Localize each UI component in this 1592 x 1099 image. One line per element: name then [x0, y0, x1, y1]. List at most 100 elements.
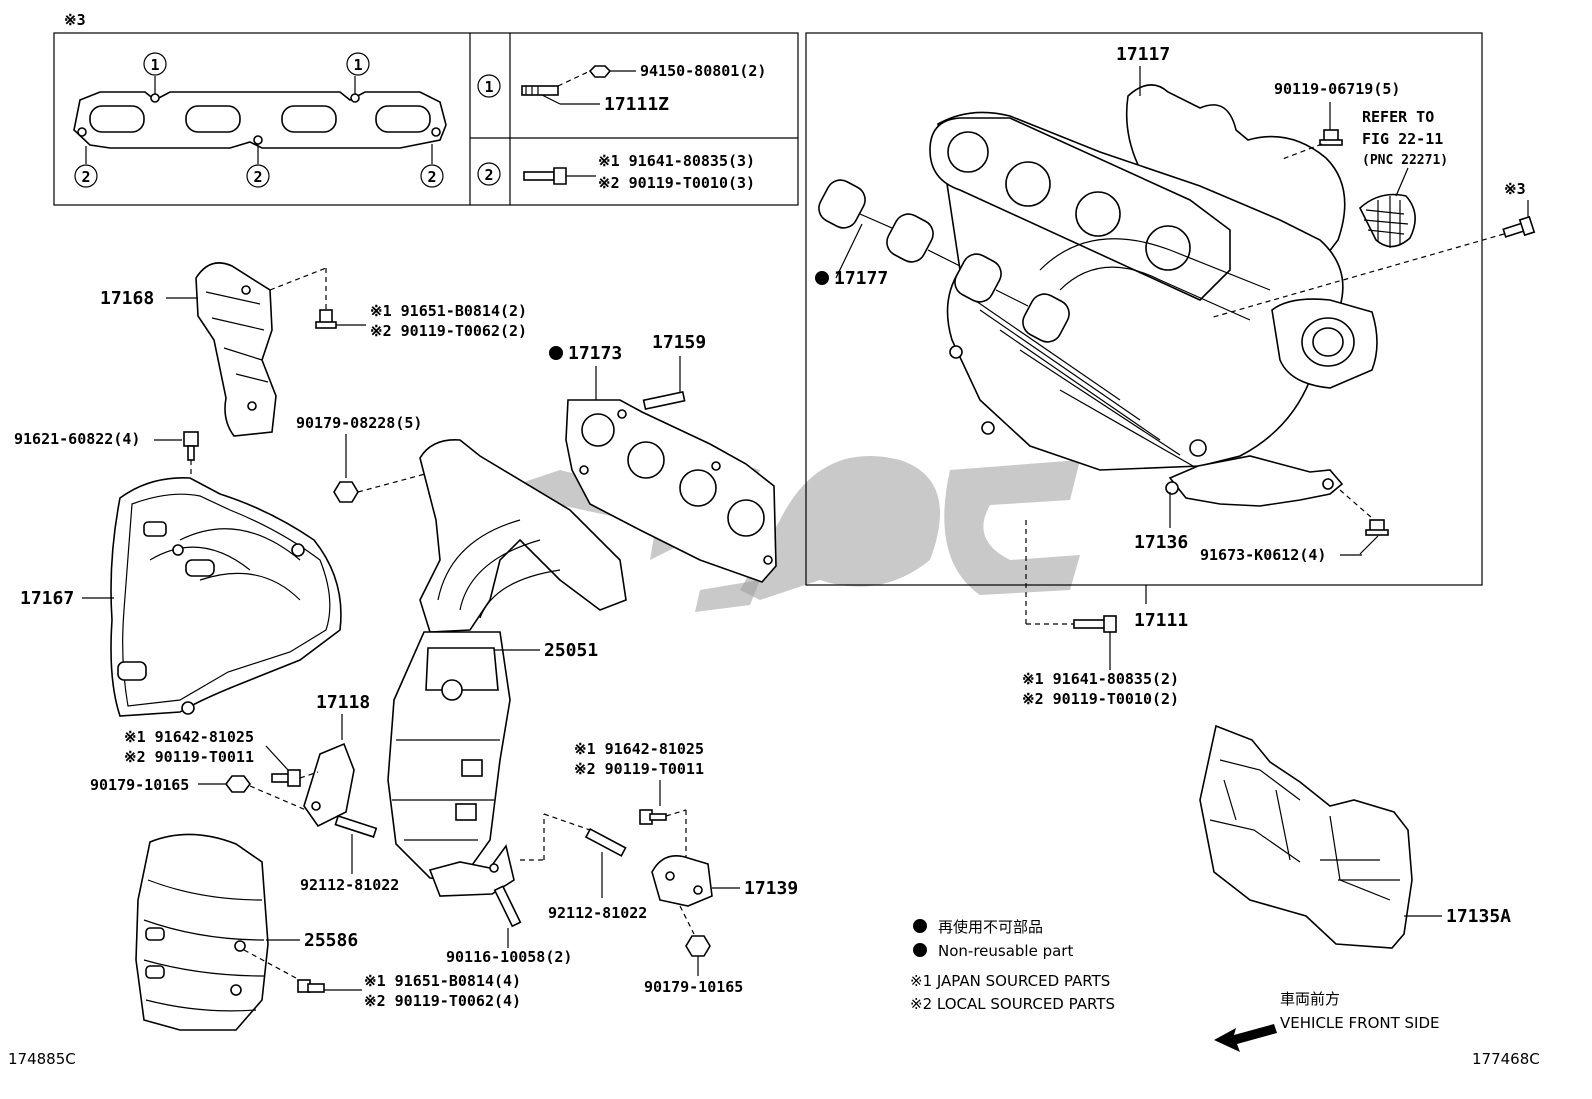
- lower-insulator-25586: [135, 833, 269, 1031]
- heat-insulator-17135A: [1199, 724, 1413, 949]
- stud-bolt-icon: [334, 815, 378, 838]
- part-label: 25051: [544, 640, 598, 661]
- part-label: ※1 91651-B0814(2): [370, 302, 527, 320]
- bolt-icon: [1073, 615, 1117, 633]
- nut-icon: [588, 65, 612, 78]
- part-label: ※1 91642-81025: [124, 728, 254, 746]
- svg-text:2: 2: [253, 168, 262, 186]
- stud-bolt-icon: [584, 827, 627, 857]
- svg-text:2: 2: [427, 168, 436, 186]
- part-label: ※1 91641-80835(2): [1022, 670, 1179, 688]
- non-reusable-dot: [913, 943, 927, 957]
- nut-icon: [685, 935, 711, 957]
- gasket-17177: [818, 179, 1070, 343]
- corner-code-right: 177468C: [1472, 1050, 1540, 1068]
- gasket-drawing: [73, 76, 447, 164]
- arrow-left-icon: [1214, 1024, 1277, 1052]
- circle-1-marker: 1: [346, 52, 370, 76]
- refer-label: REFER TO: [1362, 108, 1434, 126]
- part-label: ※1 91642-81025: [574, 740, 704, 758]
- part-label: ※2 90119-T0010(2): [1022, 690, 1179, 708]
- bolt-icon: [297, 979, 325, 993]
- non-reusable-dot: [549, 346, 563, 360]
- circle-2-marker: 2: [74, 164, 98, 188]
- part-label: 90179-08228(5): [296, 414, 422, 432]
- nut-icon: [333, 481, 359, 503]
- refer-label: (PNC 22271): [1362, 153, 1448, 168]
- part-label: 94150-80801(2): [640, 62, 766, 80]
- circle-1-marker: 1: [477, 74, 501, 98]
- circle-1-marker: 1: [143, 52, 167, 76]
- part-label: 17111Z: [604, 94, 669, 115]
- heat-insulator-17167: [110, 477, 342, 717]
- part-label: ※1 91651-B0814(4): [364, 972, 521, 990]
- part-label: ※2 90119-T0010(3): [598, 174, 755, 192]
- part-label: 17168: [100, 288, 154, 309]
- part-label: ※2 90119-T0062(4): [364, 992, 521, 1010]
- bracket-17139: [651, 855, 713, 907]
- stud-bolt-icon: [521, 85, 559, 96]
- bolt-icon: [271, 769, 301, 787]
- legend: 再使用不可部品 Non-reusable part ※1 JAPAN SOURC…: [910, 918, 1115, 1013]
- bracket-17168: [195, 262, 277, 437]
- part-label: 90119-06719(5): [1274, 80, 1400, 98]
- nut-icon: [225, 775, 251, 793]
- part-label: 90179-10165: [90, 776, 189, 794]
- part-label: 17139: [744, 878, 798, 899]
- legend-local-sourced: ※2 LOCAL SOURCED PARTS: [910, 995, 1115, 1013]
- part-label: 92112-81022: [300, 876, 399, 894]
- bracket-17118: [303, 742, 355, 828]
- legend-jp-front: 車両前方: [1280, 990, 1340, 1008]
- refer-label: FIG 22-11: [1362, 130, 1443, 148]
- legend-front-side: VEHICLE FRONT SIDE: [1280, 1014, 1440, 1032]
- svg-text:2: 2: [484, 166, 493, 184]
- part-label: 17167: [20, 588, 74, 609]
- bolt-icon: [183, 431, 199, 461]
- intake-manifold-box: 17177 17117 90119-06719(5) REFER TO FIG …: [805, 32, 1536, 586]
- part-label: 17118: [316, 692, 370, 713]
- part-label: ※2 90119-T0011: [124, 748, 254, 766]
- part-label: 17177: [834, 268, 888, 289]
- tag-label: ※3: [1504, 180, 1526, 198]
- bolt-icon: [1502, 215, 1536, 238]
- part-label: 17173: [568, 343, 622, 364]
- part-label: ※2 90119-T0011: [574, 760, 704, 778]
- svg-text:2: 2: [81, 168, 90, 186]
- svg-text:1: 1: [484, 78, 493, 96]
- non-reusable-dot: [815, 271, 829, 285]
- circle-2-marker: 2: [246, 164, 270, 188]
- vehicle-front-indicator: 車両前方 VEHICLE FRONT SIDE: [1214, 990, 1440, 1052]
- part-label: 17159: [652, 332, 706, 353]
- part-label: 92112-81022: [548, 904, 647, 922]
- corner-code-left: 174885C: [8, 1050, 76, 1068]
- part-label: ※1 91641-80835(3): [598, 152, 755, 170]
- part-label: 25586: [304, 930, 358, 951]
- bolt-icon: [1365, 519, 1389, 536]
- bracket-17136: [1168, 455, 1344, 507]
- stud-bolt-icon: [493, 885, 522, 928]
- inset-tag: ※3: [64, 11, 86, 29]
- non-reusable-dot: [913, 919, 927, 933]
- legend-nonreusable: Non-reusable part: [938, 942, 1073, 960]
- legend-japan-sourced: ※1 JAPAN SOURCED PARTS: [910, 972, 1110, 990]
- stud-bolt-icon: [642, 390, 686, 410]
- part-label: 17117: [1116, 44, 1170, 65]
- bolt-icon: [315, 309, 337, 329]
- part-label: 17111: [1134, 610, 1188, 631]
- inset-box: ※3 1 1: [53, 11, 799, 206]
- bolt-icon: [1319, 129, 1343, 146]
- part-label: 90179-10165: [644, 978, 743, 996]
- svg-text:1: 1: [150, 56, 159, 74]
- gasket-17173: [565, 399, 777, 583]
- circle-2-marker: 2: [420, 164, 444, 188]
- part-label: 17135A: [1446, 906, 1511, 927]
- bolt-icon: [523, 171, 555, 181]
- bolt-icon: [639, 809, 667, 825]
- part-label: 17136: [1134, 532, 1188, 553]
- part-label: ※2 90119-T0062(2): [370, 322, 527, 340]
- part-label: 90116-10058(2): [446, 948, 572, 966]
- svg-text:1: 1: [353, 56, 362, 74]
- part-label: 91621-60822(4): [14, 430, 140, 448]
- circle-2-marker: 2: [477, 162, 501, 186]
